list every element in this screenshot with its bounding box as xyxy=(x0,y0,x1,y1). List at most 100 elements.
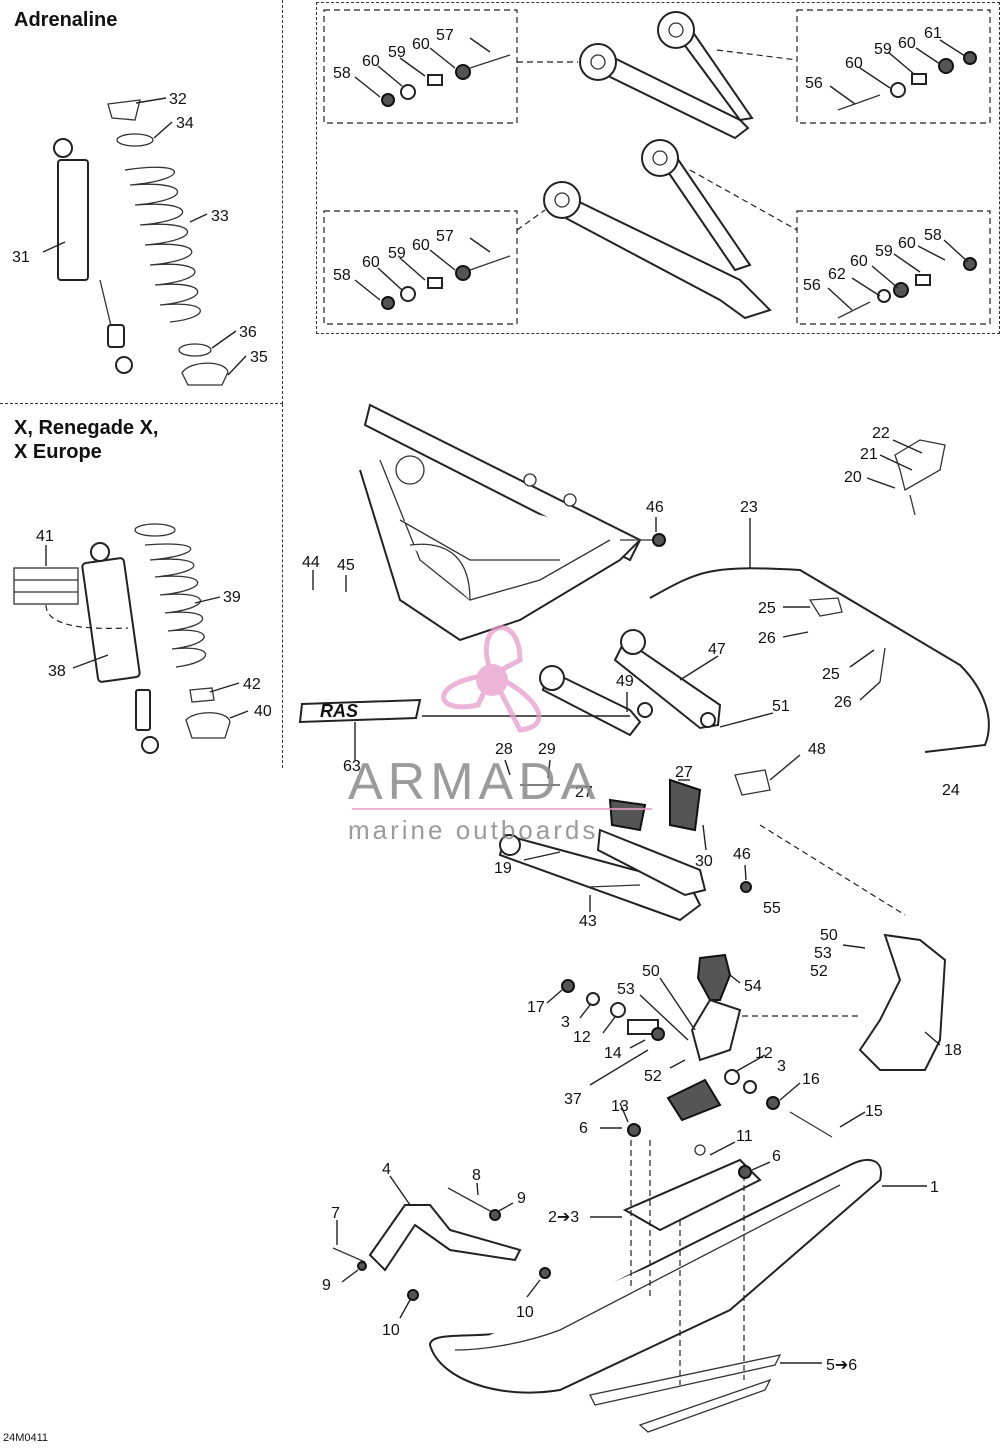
callout-16: 16 xyxy=(802,1071,820,1088)
callout-60-upper-left-a: 60 xyxy=(362,53,380,70)
upper-arm-group xyxy=(323,9,991,325)
callout-19: 19 xyxy=(494,860,512,877)
callout-11: 11 xyxy=(736,1128,753,1145)
callout-13: 13 xyxy=(611,1098,629,1115)
callout-26-upper: 26 xyxy=(758,630,776,647)
callout-60-lower-left-b: 60 xyxy=(412,237,430,254)
callout-50-center: 50 xyxy=(642,963,660,980)
callout-58-lower-left: 58 xyxy=(333,267,351,284)
callout-3-right: 3 xyxy=(777,1058,786,1075)
drawing-code: 24M0411 xyxy=(3,1432,49,1444)
callout-18: 18 xyxy=(944,1042,962,1059)
callout-56-upper-right: 56 xyxy=(805,75,823,92)
bushing-hardware-top-left xyxy=(381,54,511,107)
callout-49: 49 xyxy=(616,673,634,690)
callout-58-lower-right: 58 xyxy=(924,227,942,244)
callout-60-upper-right-b: 60 xyxy=(898,35,916,52)
bushing-hardware-top-right xyxy=(837,51,977,111)
callout-labels: 31 32 34 33 36 35 57 60 59 60 58 61 60 5… xyxy=(12,25,962,1374)
callout-43: 43 xyxy=(579,913,597,930)
callout-54: 54 xyxy=(744,978,762,995)
callout-59-upper-right: 59 xyxy=(874,41,892,58)
callout-62: 62 xyxy=(828,266,846,283)
callout-23: 23 xyxy=(740,499,758,516)
callout-33: 33 xyxy=(211,208,229,225)
callout-26-lower: 26 xyxy=(834,694,852,711)
watermark-tagline: marine outboards xyxy=(348,815,599,845)
spindle-group xyxy=(690,824,947,1071)
callout-34: 34 xyxy=(176,115,194,132)
callout-50-right: 50 xyxy=(820,927,838,944)
callout-61: 61 xyxy=(924,25,942,42)
callout-25-lower: 25 xyxy=(822,666,840,683)
callout-14: 14 xyxy=(604,1045,622,1062)
leader-lines xyxy=(42,37,969,1364)
callout-15: 15 xyxy=(865,1103,883,1120)
bushing-hardware-bottom-left xyxy=(381,255,511,310)
callout-58-upper-left: 58 xyxy=(333,65,351,82)
adrenaline-shock-group xyxy=(53,99,229,386)
x-renegade-title-line1: X, Renegade X, xyxy=(14,417,159,439)
callout-5-to-6: 5➔6 xyxy=(826,1357,857,1374)
callout-60-lower-left-a: 60 xyxy=(362,254,380,271)
callout-2-to-3: 2➔3 xyxy=(548,1209,579,1226)
callout-51: 51 xyxy=(772,698,790,715)
watermark-rule xyxy=(352,808,652,810)
callout-20: 20 xyxy=(844,469,862,486)
callout-59-lower-right: 59 xyxy=(875,243,893,260)
callout-40: 40 xyxy=(254,703,272,720)
callout-46-upper: 46 xyxy=(646,499,664,516)
callout-4: 4 xyxy=(382,1161,391,1178)
callout-52-right: 52 xyxy=(810,963,828,980)
callout-10-right: 10 xyxy=(516,1304,534,1321)
callout-35: 35 xyxy=(250,349,268,366)
callout-38: 38 xyxy=(48,663,66,680)
callout-12-left: 12 xyxy=(573,1029,591,1046)
callout-48: 48 xyxy=(808,741,826,758)
callout-22: 22 xyxy=(872,425,890,442)
callout-59-upper-left: 59 xyxy=(388,44,406,61)
callout-27-right: 27 xyxy=(675,764,693,781)
callout-31: 31 xyxy=(12,249,30,266)
callout-6-right: 6 xyxy=(772,1148,781,1165)
front-frame-group xyxy=(359,403,642,642)
a-arms-main-group xyxy=(498,629,771,922)
callout-32: 32 xyxy=(169,91,187,108)
callout-28: 28 xyxy=(495,741,513,758)
callout-44: 44 xyxy=(302,554,320,571)
callout-1: 1 xyxy=(930,1179,939,1196)
callout-39: 39 xyxy=(223,589,241,606)
adrenaline-title: Adrenaline xyxy=(14,9,118,31)
callout-21: 21 xyxy=(860,446,878,463)
sway-bar-group xyxy=(620,439,990,753)
callout-10-left: 10 xyxy=(382,1322,400,1339)
callout-59-lower-left: 59 xyxy=(388,245,406,262)
callout-42: 42 xyxy=(243,676,261,693)
callout-56-lower-right: 56 xyxy=(803,277,821,294)
callout-30: 30 xyxy=(695,853,713,870)
callout-27-left: 27 xyxy=(575,784,593,801)
callout-52-center: 52 xyxy=(644,1068,662,1085)
x-renegade-title-line2: X Europe xyxy=(14,441,102,463)
callout-53-center: 53 xyxy=(617,981,635,998)
callout-60-lower-right-a: 60 xyxy=(850,253,868,270)
bushing-hardware-bottom-right xyxy=(837,257,977,319)
callout-8: 8 xyxy=(472,1167,481,1184)
armada-propeller-logo xyxy=(441,625,542,733)
callout-41: 41 xyxy=(36,528,54,545)
callout-60-lower-right-b: 60 xyxy=(898,235,916,252)
callout-47: 47 xyxy=(708,641,726,658)
callout-6-left: 6 xyxy=(579,1120,588,1137)
spindle-bolt-hardware xyxy=(561,979,833,1138)
callout-7: 7 xyxy=(331,1205,340,1222)
callout-12-right: 12 xyxy=(755,1045,773,1062)
callout-9-left: 9 xyxy=(322,1277,331,1294)
callout-57-lower-left: 57 xyxy=(436,228,454,245)
callout-36: 36 xyxy=(239,324,257,341)
callout-45: 45 xyxy=(337,557,355,574)
callout-3-left: 3 xyxy=(561,1014,570,1031)
callout-37: 37 xyxy=(564,1091,582,1108)
callout-55: 55 xyxy=(763,900,781,917)
callout-46-lower: 46 xyxy=(733,846,751,863)
